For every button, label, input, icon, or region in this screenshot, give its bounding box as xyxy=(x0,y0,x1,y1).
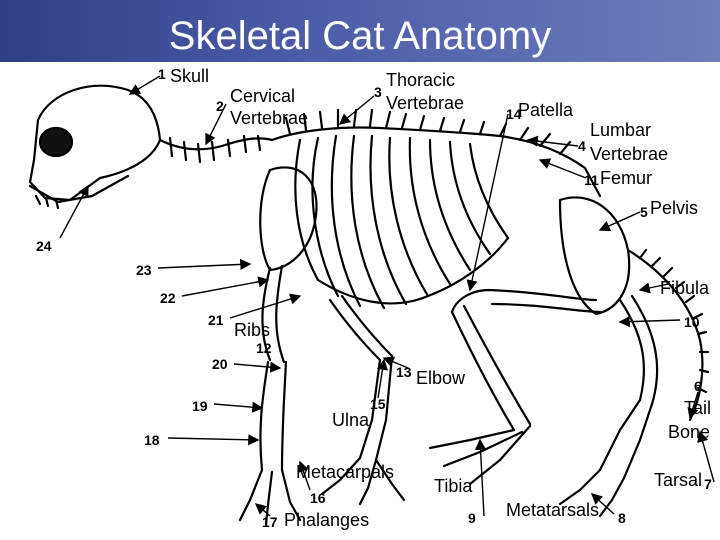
number-8: 8 xyxy=(618,510,626,526)
number-6: 6 xyxy=(694,378,702,394)
number-9: 9 xyxy=(468,510,476,526)
label-cervical-2: Vertebrae xyxy=(230,108,309,128)
number-3: 3 xyxy=(374,84,382,100)
page-title: Skeletal Cat Anatomy xyxy=(168,14,552,58)
label-ribs: Ribs xyxy=(234,320,271,340)
label-fibula: Fibula xyxy=(660,278,710,298)
label-cervical: Cervical xyxy=(230,86,296,106)
pelvis-shape xyxy=(558,196,631,316)
pointer-tail xyxy=(687,391,699,420)
femur-shape xyxy=(450,288,598,314)
number-18: 18 xyxy=(144,432,160,448)
pointer-9 xyxy=(474,438,487,517)
number-16: 16 xyxy=(310,490,326,506)
label-ulna: Ulna xyxy=(332,410,370,430)
number-24: 24 xyxy=(36,238,52,254)
title-banner: Skeletal Cat Anatomy xyxy=(0,0,720,62)
pointer-fibula xyxy=(638,282,669,294)
pointer-13 xyxy=(382,356,409,369)
pointer-femur xyxy=(538,158,587,179)
number-15: 15 xyxy=(370,396,386,412)
label-thoracic-2: Vertebrae xyxy=(386,93,465,113)
pointer-lumbar xyxy=(526,135,579,147)
number-11: 11 xyxy=(584,172,599,188)
label-tail: Tail xyxy=(684,398,712,418)
label-phalanges: Phalanges xyxy=(284,510,370,530)
skull-shape xyxy=(28,84,162,202)
number-13: 13 xyxy=(396,364,412,380)
rib-8 xyxy=(428,138,472,272)
rib-1 xyxy=(294,138,320,282)
label-patella: Patella xyxy=(518,100,574,120)
label-tarsal: Tarsal xyxy=(654,470,703,490)
tibia-shape xyxy=(450,304,532,432)
number-21: 21 xyxy=(208,312,224,328)
pointer-8 xyxy=(590,493,615,515)
number-23: 23 xyxy=(136,262,152,278)
diagram-canvas xyxy=(0,62,720,540)
eye-socket xyxy=(38,126,74,158)
jaw-shape xyxy=(28,174,130,204)
label-tail-2: Bone xyxy=(668,422,711,442)
number-14: 14 xyxy=(506,106,522,122)
rib-7 xyxy=(408,136,452,286)
pointer-22 xyxy=(181,276,270,297)
number-1: 1 xyxy=(158,66,166,82)
label-pelvis: Pelvis xyxy=(650,198,699,218)
rib-4 xyxy=(350,134,386,310)
number-2: 2 xyxy=(216,98,224,114)
label-thoracic: Thoracic xyxy=(386,70,456,90)
pointer-19 xyxy=(213,401,264,413)
pointer-skull xyxy=(128,75,161,95)
rib-9 xyxy=(448,140,492,256)
rib-10 xyxy=(468,142,510,240)
number-17: 17 xyxy=(262,514,278,530)
label-elbow: Elbow xyxy=(416,368,466,388)
pointer-24 xyxy=(59,184,89,239)
rib-3 xyxy=(330,134,362,308)
label-tibia: Tibia xyxy=(434,476,473,496)
rib-6 xyxy=(388,136,430,298)
pointer-7 xyxy=(697,430,715,483)
pointer-21 xyxy=(229,293,302,319)
cervical-spine xyxy=(158,137,274,151)
pointer-18 xyxy=(167,434,260,446)
number-10: 10 xyxy=(684,314,700,330)
pointer-10 xyxy=(618,316,681,328)
rib-5 xyxy=(369,134,408,306)
number-7: 7 xyxy=(704,476,712,492)
tail-bone-shape xyxy=(626,248,704,422)
label-lumbar: Lumbar xyxy=(590,120,652,140)
pointer-20 xyxy=(233,361,282,373)
label-lumbar-2: Vertebrae xyxy=(590,144,669,164)
pointer-thoracic xyxy=(338,95,375,125)
label-femur: Femur xyxy=(600,168,653,188)
number-4: 4 xyxy=(578,138,586,154)
front-paw xyxy=(238,468,302,526)
pointer-patella xyxy=(466,113,509,292)
pointer-16 xyxy=(298,460,311,491)
label-metatarsals: Metatarsals xyxy=(506,500,600,520)
number-20: 20 xyxy=(212,356,228,372)
label-metacarpals: Metacarpals xyxy=(296,462,395,482)
pointer-17 xyxy=(254,503,271,517)
number-19: 19 xyxy=(192,398,208,414)
number-22: 22 xyxy=(160,290,176,306)
radius-ulna xyxy=(259,360,288,472)
number-5: 5 xyxy=(640,204,648,220)
pointer-cervical xyxy=(205,103,227,146)
vertebral-column xyxy=(270,126,602,198)
scapula xyxy=(259,166,318,272)
label-skull: Skull xyxy=(170,66,210,86)
pointer-pelvis xyxy=(598,211,641,232)
pointer-23 xyxy=(157,258,252,271)
number-12: 12 xyxy=(256,340,272,356)
